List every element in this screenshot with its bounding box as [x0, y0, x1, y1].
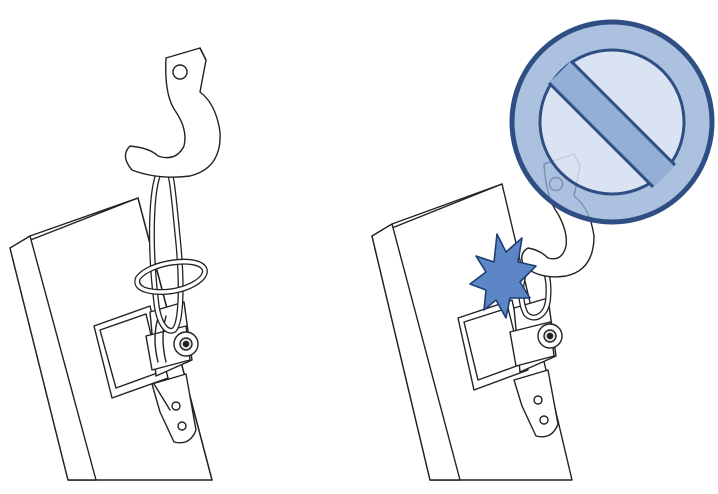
swivel-bracket [145, 301, 199, 377]
lifting-point-base [457, 299, 529, 391]
correct-rigging-panel [9, 47, 221, 481]
incorrect-rigging-panel [371, 19, 715, 481]
crane-hook [124, 47, 221, 178]
collision-burst-icon [469, 233, 537, 319]
swivel-bracket [509, 297, 563, 373]
no-symbol-icon [509, 19, 715, 225]
lower-clevis [513, 369, 559, 438]
lower-clevis [151, 373, 197, 444]
sling-loop [134, 165, 208, 334]
